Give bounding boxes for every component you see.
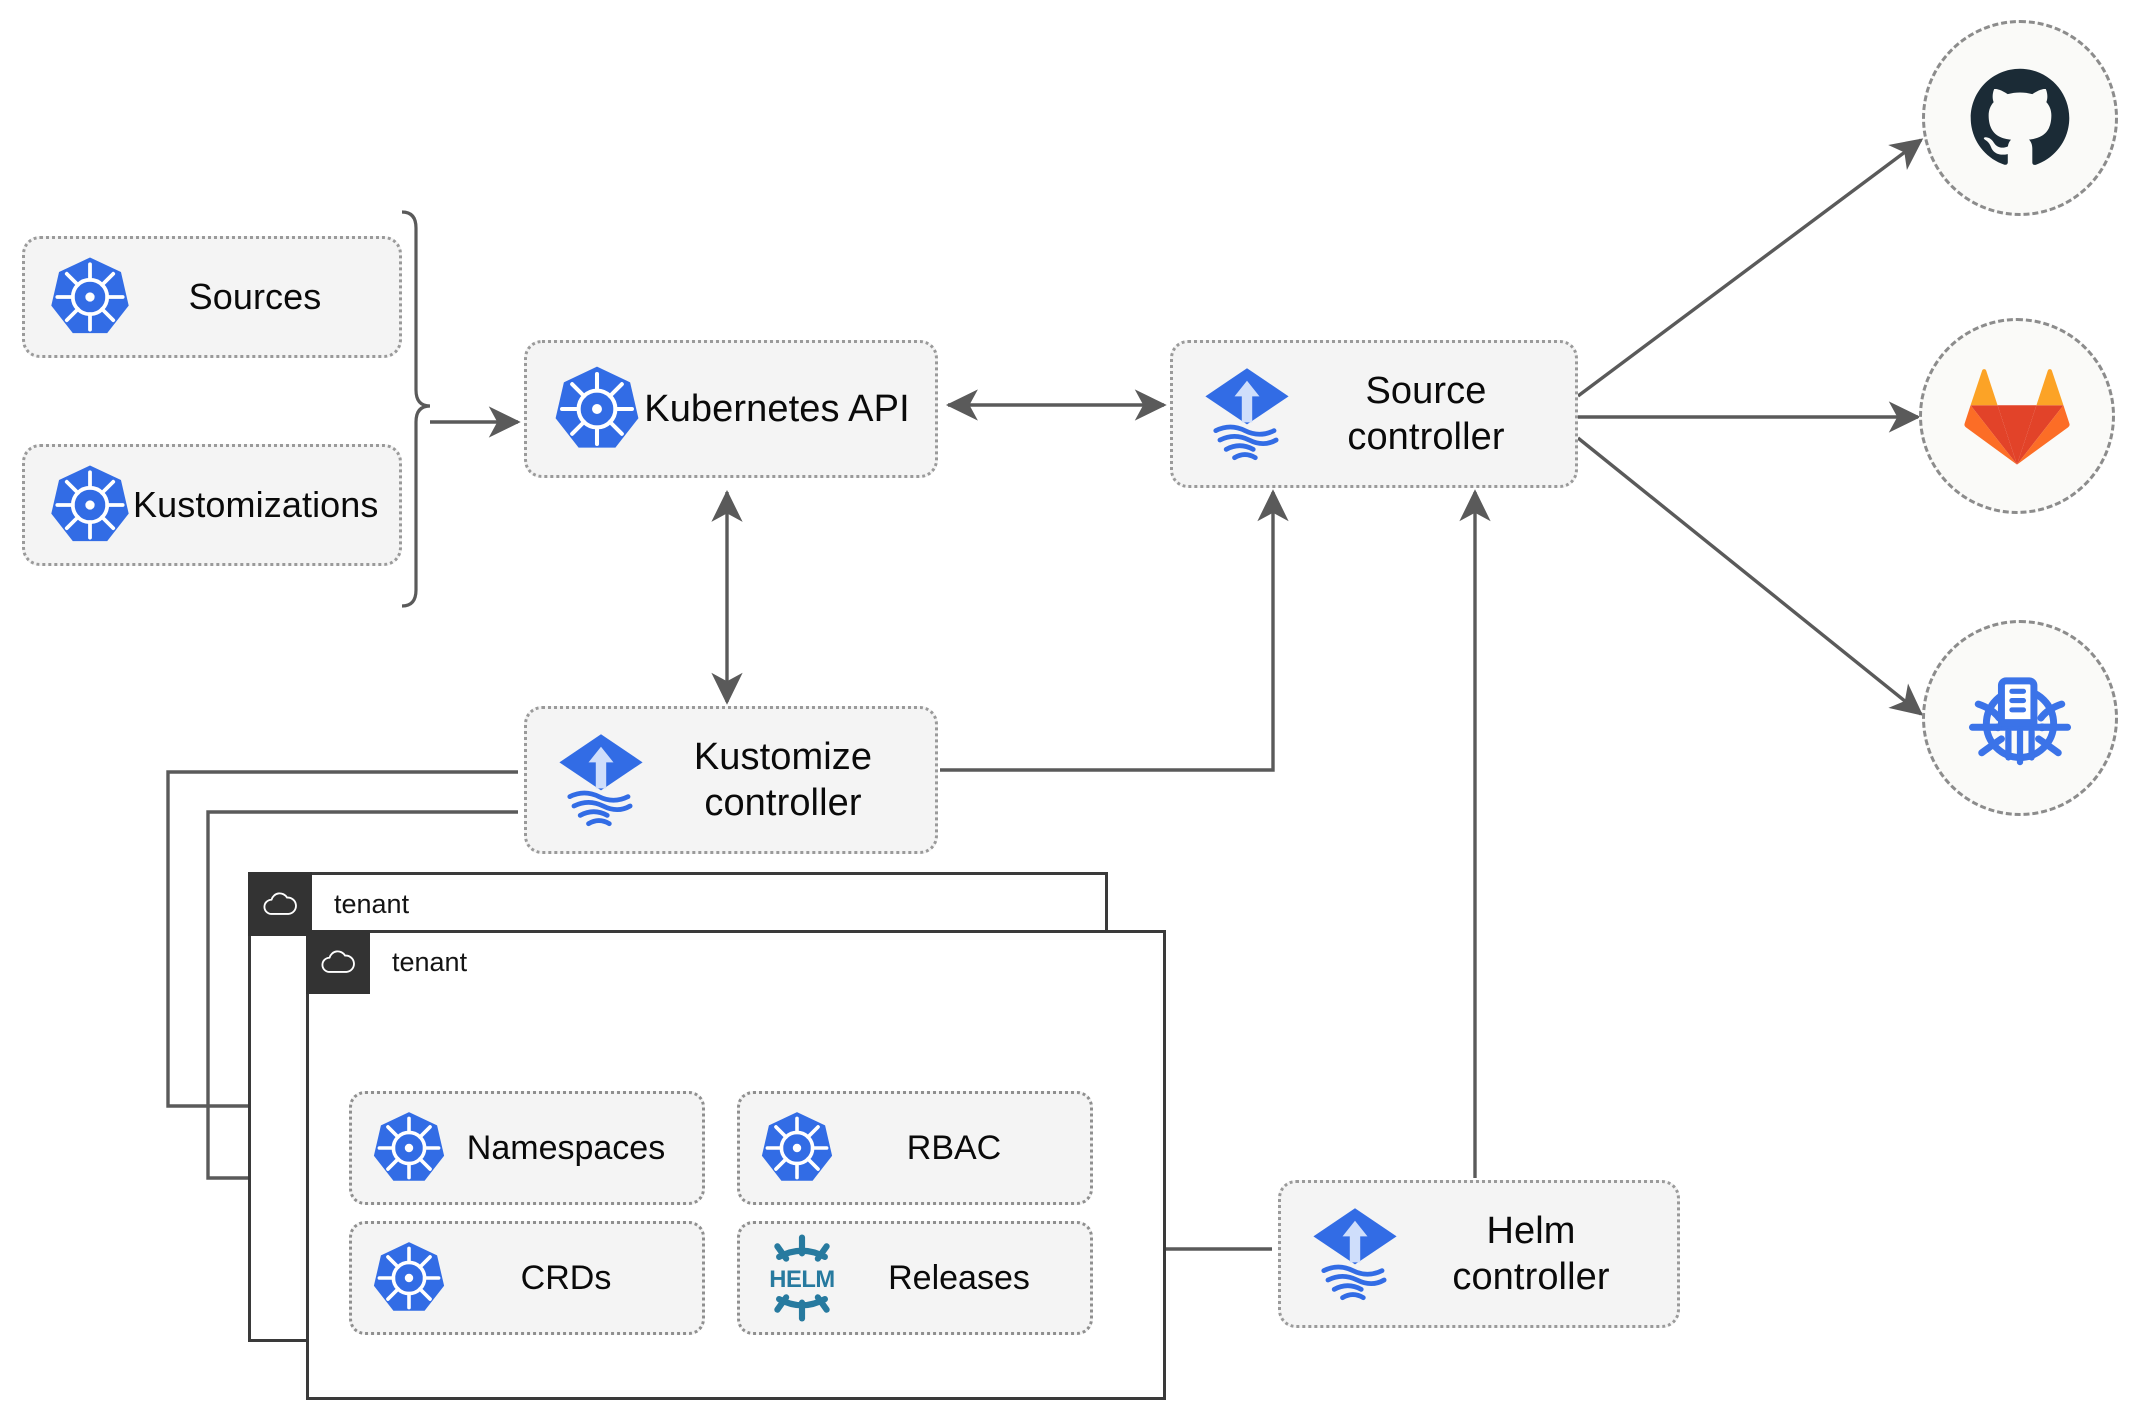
tenant-container-front[interactable]: tenant Namespaces xyxy=(306,930,1166,1400)
node-sources-label: Sources xyxy=(188,276,322,318)
kubernetes-icon xyxy=(551,363,643,455)
helm-repo-icon xyxy=(1962,660,2078,776)
tenant-resource-releases[interactable]: HELM Releases xyxy=(737,1221,1093,1335)
node-kubernetes-api[interactable]: Kubernetes API xyxy=(524,340,938,478)
node-kustomize-controller-label: Kustomize controller xyxy=(693,735,873,824)
tenant-label-front: tenant xyxy=(392,946,468,977)
node-kustomize-controller[interactable]: Kustomize controller xyxy=(524,706,938,854)
tenant-resource-rbac-label: RBAC xyxy=(906,1128,1002,1167)
tenant-resource-crds[interactable]: CRDs xyxy=(349,1221,705,1335)
node-sources[interactable]: Sources xyxy=(22,236,402,358)
repo-gitlab[interactable] xyxy=(1919,318,2115,514)
repo-helm-repository[interactable] xyxy=(1922,620,2118,816)
kubernetes-icon xyxy=(370,1109,448,1187)
node-helm-controller[interactable]: Helm controller xyxy=(1278,1180,1680,1328)
kubernetes-icon xyxy=(47,254,133,340)
node-kustomizations[interactable]: Kustomizations xyxy=(22,444,402,566)
node-source-controller[interactable]: Source controller xyxy=(1170,340,1578,488)
tenant-resource-namespaces[interactable]: Namespaces xyxy=(349,1091,705,1205)
flux-icon xyxy=(1303,1202,1407,1306)
cloud-icon xyxy=(306,930,370,994)
kubernetes-icon xyxy=(758,1109,836,1187)
tenant-label-back: tenant xyxy=(334,888,410,919)
node-kustomizations-label: Kustomizations xyxy=(133,484,379,526)
tenant-header-front: tenant xyxy=(306,930,467,994)
tenant-resource-releases-label: Releases xyxy=(888,1258,1030,1297)
tenant-resource-rbac[interactable]: RBAC xyxy=(737,1091,1093,1205)
node-kubernetes-api-label: Kubernetes API xyxy=(644,387,910,430)
kubernetes-icon xyxy=(370,1239,448,1317)
svg-text:HELM: HELM xyxy=(769,1266,835,1293)
tenant-header-back: tenant xyxy=(248,872,409,936)
node-helm-controller-label: Helm controller xyxy=(1452,1209,1610,1298)
flux-icon xyxy=(549,728,653,832)
flux-icon xyxy=(1195,362,1299,466)
helm-icon: HELM xyxy=(758,1234,846,1322)
cloud-icon xyxy=(248,872,312,936)
gitlab-icon xyxy=(1963,362,2071,470)
github-icon xyxy=(1964,62,2076,174)
tenant-resource-namespaces-label: Namespaces xyxy=(466,1128,666,1167)
repo-github[interactable] xyxy=(1922,20,2118,216)
kubernetes-icon xyxy=(47,462,133,548)
node-source-controller-label: Source controller xyxy=(1347,369,1505,458)
tenant-resource-crds-label: CRDs xyxy=(520,1258,612,1297)
